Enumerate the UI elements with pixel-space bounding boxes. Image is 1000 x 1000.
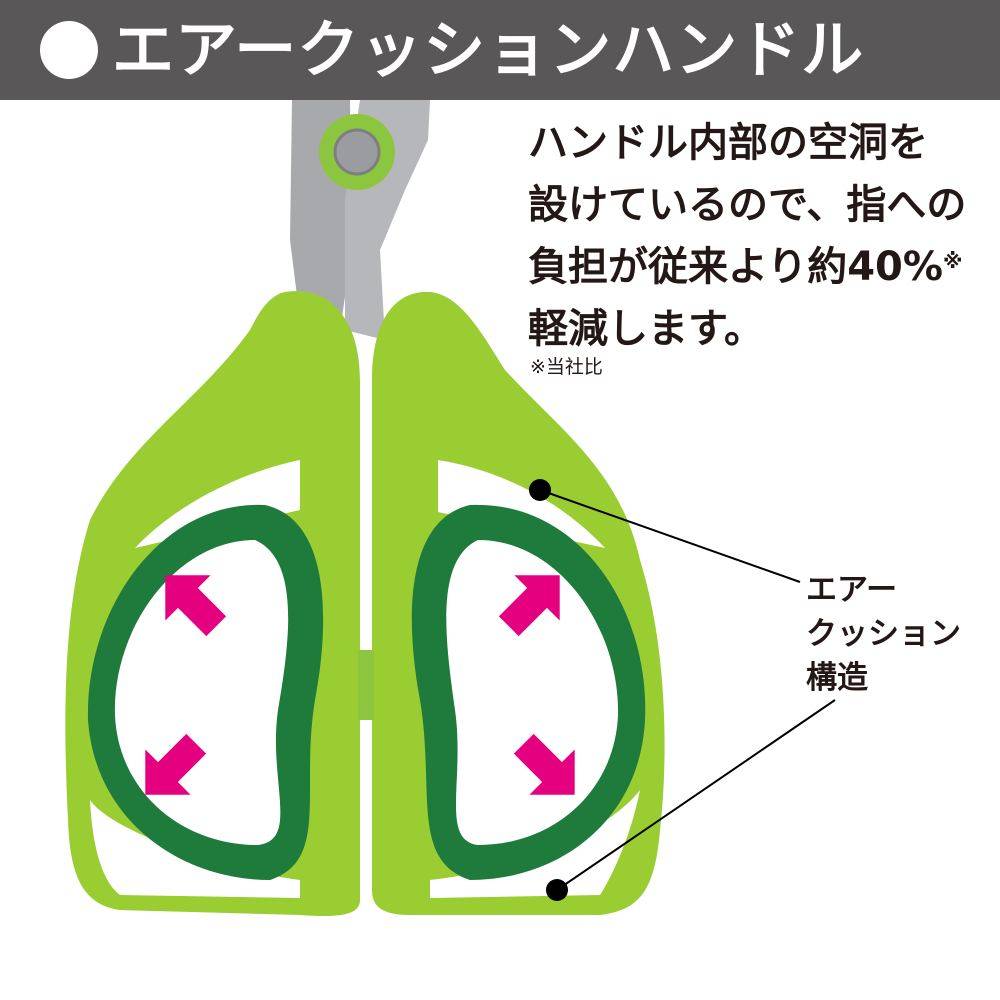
circle-bullet-icon [40, 21, 98, 79]
arrow-icon-top-left [165, 575, 227, 637]
description-line: 軽減します。 [528, 306, 764, 352]
header-bar: エアークッションハンドル [0, 0, 1000, 100]
callout-line: 構造 [806, 660, 868, 696]
callout-label: エアー クッション 構造 [806, 568, 961, 700]
cavity-left-top [135, 460, 300, 548]
callout-dot-bottom [546, 879, 568, 901]
footnote: ※当社比 [530, 356, 603, 378]
description: ハンドル内部の空洞を 設けているので、指への 負担が従来より約40%※ 軽減しま… [528, 112, 966, 360]
description-line: ハンドル内部の空洞を [528, 120, 928, 166]
arrow-icon-bottom-left [145, 733, 207, 795]
ring-right-inner [446, 540, 619, 845]
callout-dot-top [529, 479, 551, 501]
description-line: 設けているので、指への [528, 182, 967, 228]
callout-line-top [539, 489, 801, 583]
arrow-icon-bottom-right [513, 733, 575, 795]
callout-line: クッション [806, 616, 961, 652]
page-title: エアークッションハンドル [112, 13, 865, 86]
description-line: 負担が従来より約40%※ [528, 236, 966, 298]
pivot-screw [333, 128, 381, 176]
callout-line-bottom [556, 699, 836, 891]
arrow-icon-top-right [498, 575, 560, 637]
callout-line: エアー [806, 572, 898, 608]
description-line-text: 負担が従来より約40% [528, 244, 943, 290]
footnote-mark: ※ [942, 249, 963, 273]
cavity-right-top [438, 460, 605, 548]
hinge-tab [358, 650, 374, 720]
